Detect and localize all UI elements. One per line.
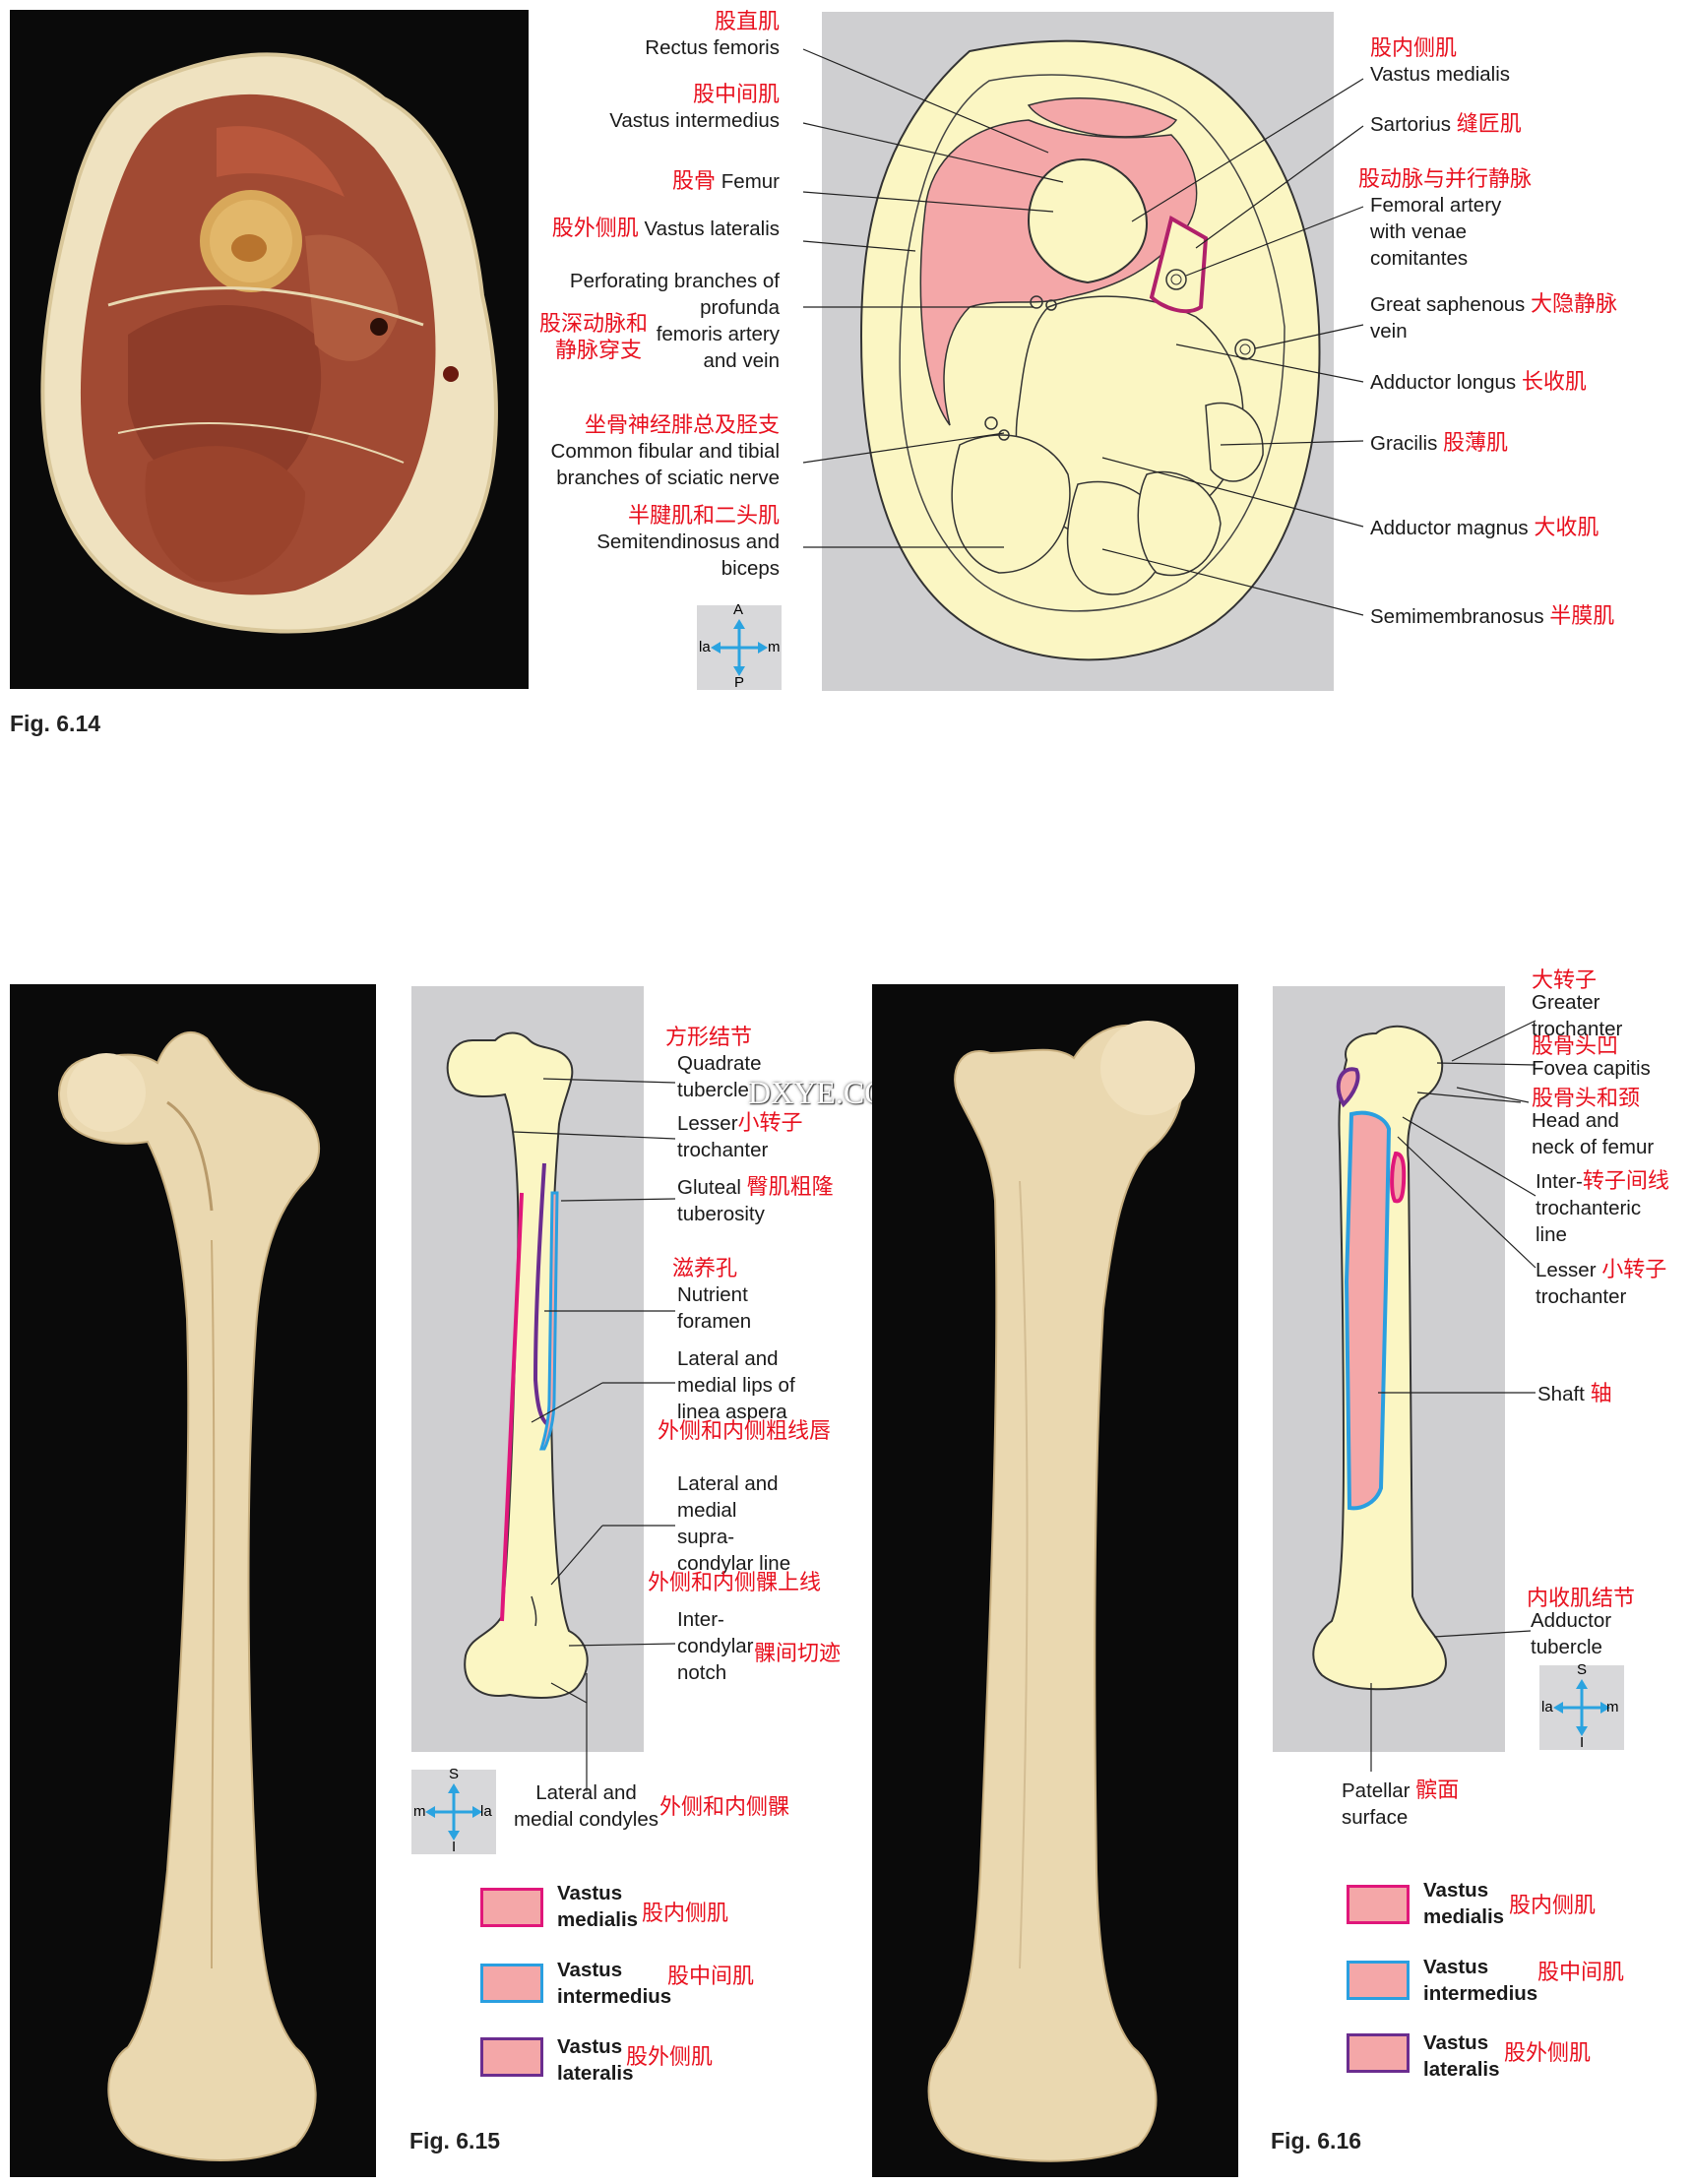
label-lesser-trochanter-616: Lesser 小转子 trochanter: [1536, 1256, 1666, 1310]
label-patellar-surface: Patellar 髌面 surface: [1342, 1777, 1459, 1831]
legend-616-swatch-medialis: [1347, 1885, 1410, 1924]
compass-616-left: la: [1541, 1699, 1553, 1716]
fig-6-16-caption: Fig. 6.16: [1271, 2128, 1361, 2154]
compass-616-right: m: [1606, 1699, 1619, 1716]
label-adductor-tubercle: 内收肌结节 Adductor tubercle: [1527, 1585, 1635, 1660]
legend-616-medialis-cn: 股内侧肌: [1509, 1892, 1596, 1918]
label-intertrochanteric-line: Inter-转子间线 trochanteric line: [1536, 1167, 1669, 1248]
legend-616-intermedius-cn: 股中间肌: [1537, 1959, 1624, 1985]
label-shaft: Shaft 轴: [1537, 1380, 1612, 1407]
compass-616-bottom: I: [1580, 1734, 1584, 1751]
label-fovea-capitis: 股骨头凹 Fovea capitis: [1532, 1032, 1651, 1082]
legend-616-swatch-intermedius: [1347, 1961, 1410, 2000]
label-greater-trochanter: 大转子 Greater trochanter: [1532, 967, 1622, 1042]
legend-616-lateralis-cn: 股外侧肌: [1504, 2039, 1591, 2066]
legend-616-swatch-lateralis: [1347, 2033, 1410, 2073]
label-head-and-neck: 股骨头和颈 Head and neck of femur: [1532, 1085, 1654, 1160]
orientation-compass-616: S I la m: [1539, 1665, 1624, 1750]
compass-616-top: S: [1577, 1661, 1587, 1678]
